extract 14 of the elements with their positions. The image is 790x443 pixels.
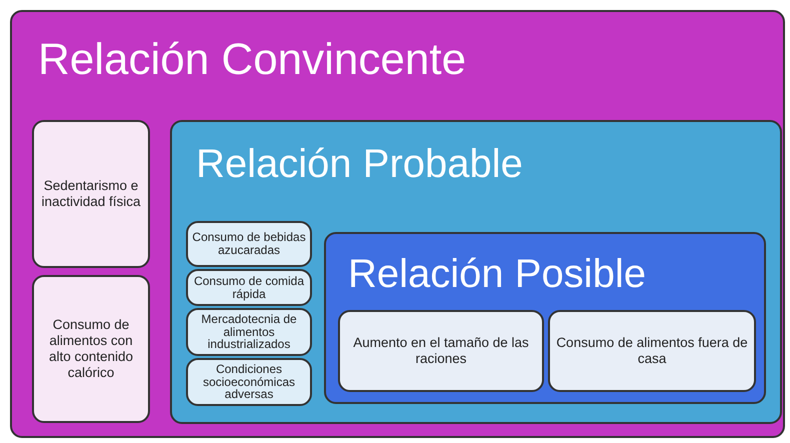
factor-box: Consumo de bebidas azucaradas <box>186 221 312 267</box>
group-panel <box>170 120 782 424</box>
factor-box: Mercadotecnia de alimentos industrializados <box>186 308 312 356</box>
group-panel <box>10 10 785 438</box>
group-title: Relación Probable <box>196 144 523 184</box>
factor-box: Consumo de comida rápida <box>186 269 312 306</box>
factor-box: Consumo de alimentos con alto contenido calórico <box>32 275 150 423</box>
factor-box: Aumento en el tamaño de las raciones <box>338 310 544 392</box>
group-panel <box>324 232 766 404</box>
factor-box: Consumo de alimentos fuera de casa <box>548 310 756 392</box>
factor-box: Condiciones socioeconómicas adversas <box>186 358 312 406</box>
group-title: Relación Posible <box>348 254 646 294</box>
group-title: Relación Convincente <box>38 38 466 82</box>
factor-box: Sedentarismo e inactividad física <box>32 120 150 268</box>
